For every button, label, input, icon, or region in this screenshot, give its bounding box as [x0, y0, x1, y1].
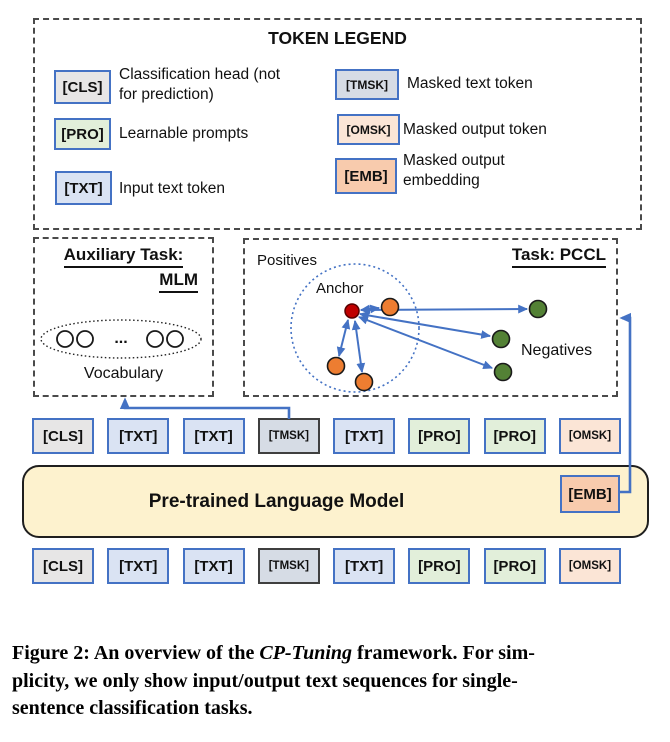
legend-token-omsk: [OMSK] [337, 114, 400, 145]
legend-desc-tmsk: Masked text token [407, 75, 533, 92]
legend-desc-omsk: Masked output token [403, 121, 547, 138]
caption-line1-pre: Figure 2: An overview of the [12, 642, 260, 664]
vocab-ellipsis: ... [114, 330, 127, 347]
pccl-title-text: Task: PCCL [511, 245, 606, 268]
legend-token-txt: [TXT] [55, 171, 112, 205]
legend-token-tmsk: [TMSK] [335, 69, 399, 100]
mlm-title-line2: MLM [35, 270, 212, 293]
caption-line-1: Figure 2: An overview of the CP-Tuning f… [12, 640, 662, 668]
pretrained-language-model-box: Pre-trained Language Model [EMB] [22, 465, 649, 538]
input-token-omsk: [OMSK] [558, 548, 621, 584]
output-token-omsk: [OMSK] [558, 418, 621, 454]
plm-label: Pre-trained Language Model [148, 490, 405, 512]
vocab-circle [146, 330, 164, 348]
output-token-txt: [TXT] [182, 418, 245, 454]
positives-label: Positives [257, 252, 318, 269]
input-token-cls: [CLS] [32, 548, 94, 584]
output-token-txt: [TXT] [107, 418, 170, 454]
output-token-cls: [CLS] [32, 418, 94, 454]
anchor-label: Anchor [316, 280, 364, 297]
legend-token-cls: [CLS] [54, 70, 111, 104]
vocab-circle [166, 330, 184, 348]
tmsk-to-mlm-arrow [119, 397, 291, 419]
output-token-txt: [TXT] [333, 418, 396, 454]
vocabulary-label: Vocabulary [83, 365, 164, 382]
emb-token: [EMB] [560, 475, 620, 513]
figure-caption: Figure 2: An overview of the CP-Tuning f… [12, 640, 662, 723]
input-token-pro: [PRO] [483, 548, 546, 584]
negatives-label: Negatives [521, 342, 593, 359]
positive-dot [380, 297, 400, 317]
caption-line1-italic: CP-Tuning [259, 642, 352, 664]
input-token-txt: [TXT] [107, 548, 170, 584]
negative-dot [493, 362, 513, 382]
arrow-anchor-negative [357, 316, 494, 369]
output-token-tmsk: [TMSK] [257, 418, 320, 454]
vocabulary-ellipse-graphic: ... [40, 319, 202, 359]
input-token-txt: [TXT] [182, 548, 245, 584]
legend-desc-emb: Masked output embedding [403, 152, 505, 189]
legend-desc-pro: Learnable prompts [119, 125, 249, 142]
auxiliary-task-mlm-box: Auxiliary Task: MLM ... Vocabulary [33, 237, 214, 397]
legend-desc-txt: Input text token [119, 180, 225, 197]
output-token-pro: [PRO] [408, 418, 471, 454]
pccl-graphic [290, 263, 548, 393]
token-legend-box: TOKEN LEGEND [CLS] Classification head (… [33, 18, 642, 230]
vocabulary-ellipse [40, 319, 202, 359]
output-token-row: [CLS] [TXT] [TXT] [TMSK] [TXT] [PRO] [PR… [32, 418, 621, 454]
caption-line1-post: framework. For sim- [352, 642, 535, 664]
legend-desc-cls: Classification head (not for prediction) [119, 66, 281, 103]
legend-token-emb: [EMB] [335, 158, 397, 194]
input-token-row: [CLS] [TXT] [TXT] [TMSK] [TXT] [PRO] [PR… [32, 548, 621, 584]
vocab-circle [56, 330, 74, 348]
caption-line-2: plicity, we only show input/output text … [12, 669, 518, 692]
negative-dot [491, 329, 511, 349]
arrow-anchor-positive [336, 318, 351, 358]
legend-token-pro: [PRO] [54, 118, 111, 150]
caption-line-3: sentence classification tasks. [12, 697, 253, 719]
mlm-title-line1: Auxiliary Task: [35, 245, 212, 268]
negative-dot [528, 299, 548, 319]
arrow-anchor-positive [351, 319, 366, 374]
pccl-title: Task: PCCL [511, 245, 606, 268]
positive-dot [354, 372, 374, 392]
input-token-txt: [TXT] [333, 548, 396, 584]
anchor-dot [344, 303, 360, 319]
task-pccl-box: Task: PCCL Positives Anchor Negatives [243, 238, 618, 397]
token-legend-title: TOKEN LEGEND [268, 28, 407, 48]
input-token-pro: [PRO] [408, 548, 471, 584]
positive-dot [326, 356, 346, 376]
mlm-title-line2-text: MLM [159, 270, 198, 293]
input-token-tmsk: [TMSK] [257, 548, 320, 584]
mlm-title-line1-text: Auxiliary Task: [63, 245, 184, 268]
vocab-circle [76, 330, 94, 348]
output-token-pro: [PRO] [483, 418, 546, 454]
